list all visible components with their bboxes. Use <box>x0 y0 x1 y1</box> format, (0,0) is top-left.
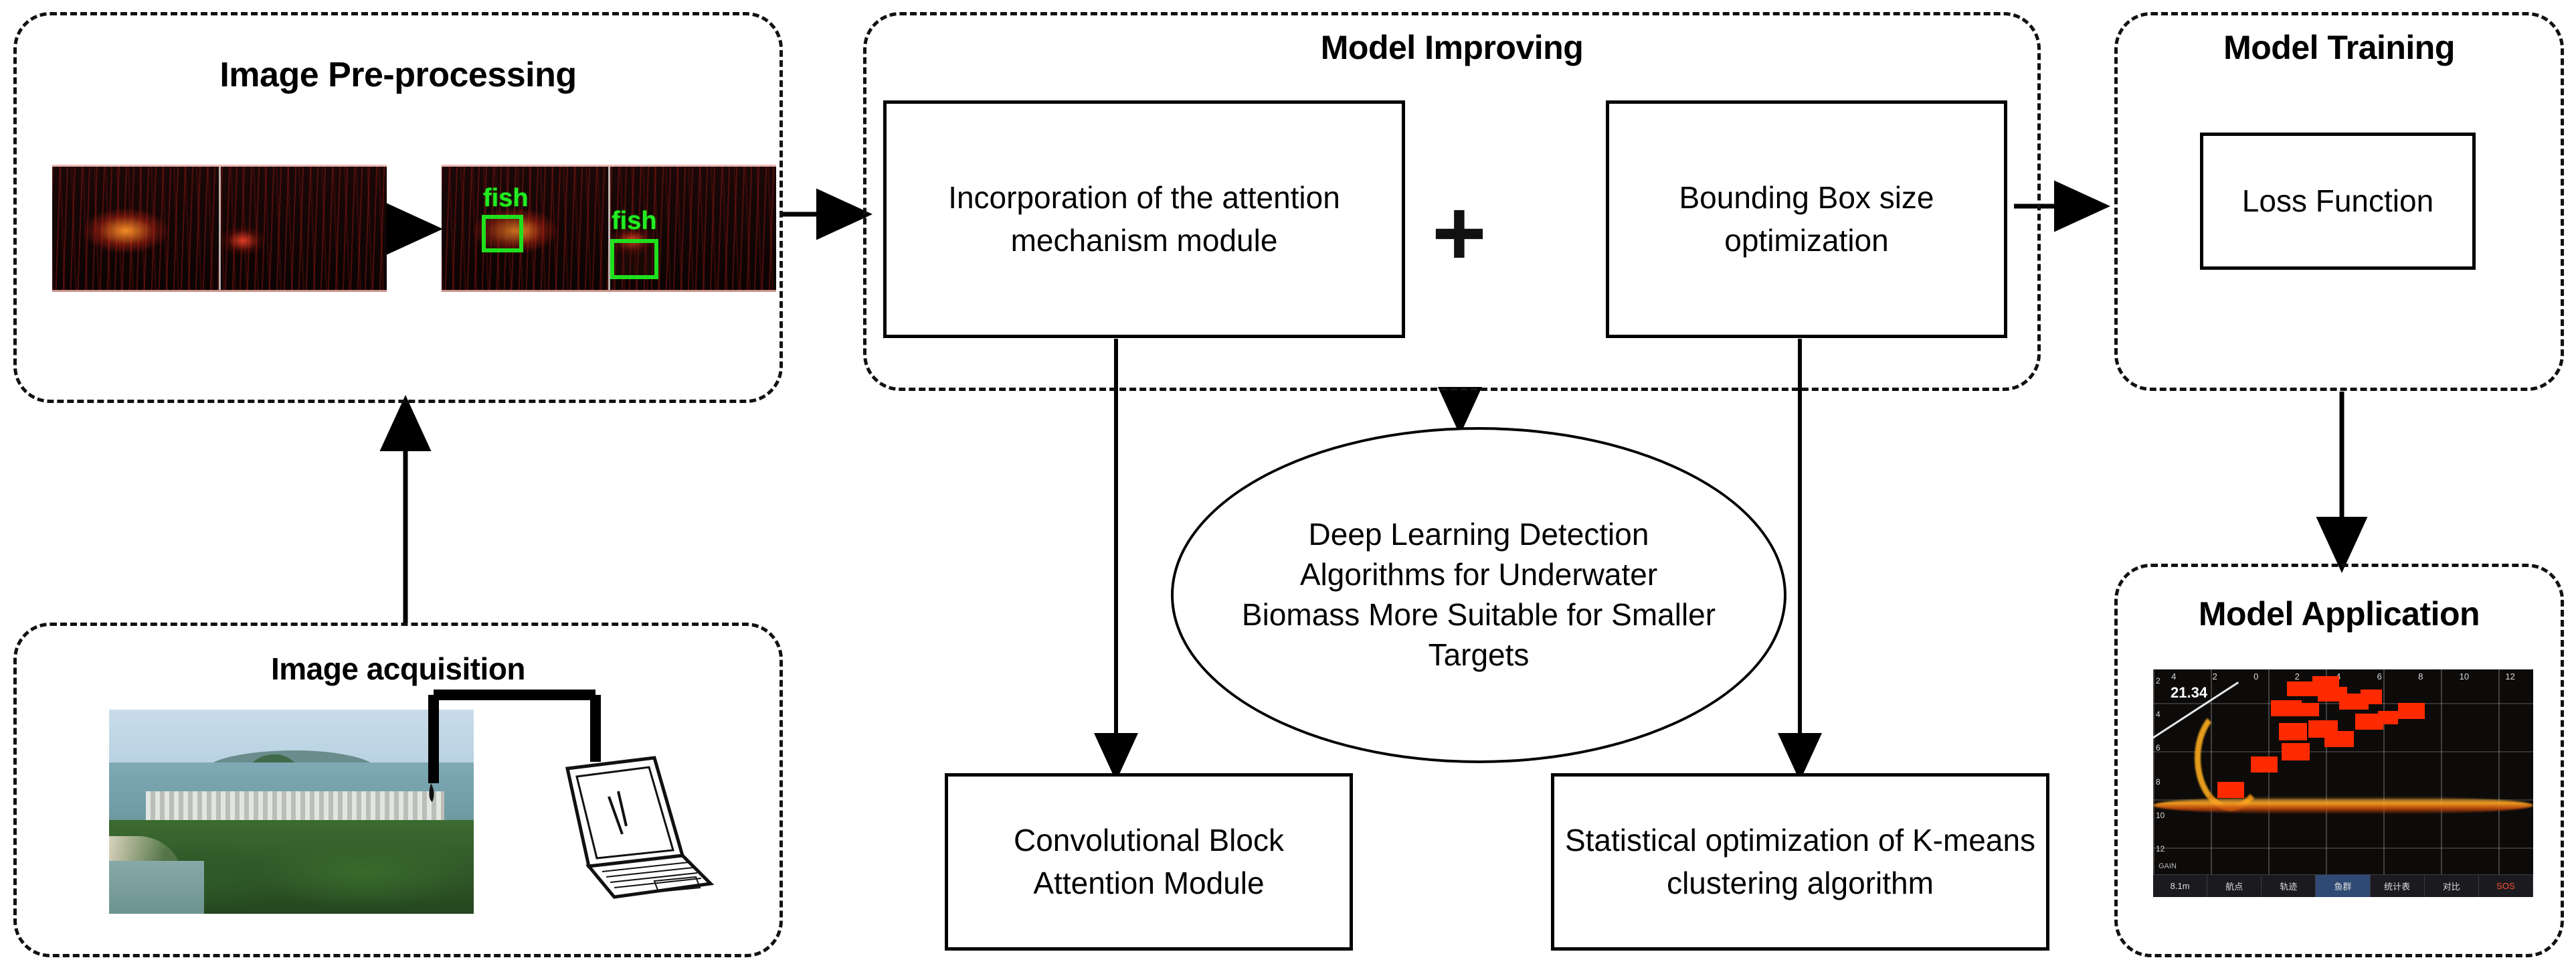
group-title-image-preprocessing: Image Pre-processing <box>219 56 577 94</box>
detection-box <box>2279 723 2307 740</box>
fish-label-1: fish <box>483 184 529 212</box>
laptop-illustration <box>428 690 715 899</box>
group-title-image-acquisition: Image acquisition <box>270 651 526 686</box>
ellipse-goal-statement: Deep Learning Detection Algorithms for U… <box>1171 427 1786 763</box>
group-model-training <box>2114 12 2564 391</box>
sonar-detected-image: fish fish <box>442 165 776 292</box>
fishfinder-bottom-echo <box>2153 797 2533 815</box>
laptop-screen <box>565 756 685 868</box>
depth-tick-2: 6 <box>2156 743 2160 753</box>
depth-tick-4: 10 <box>2156 810 2165 820</box>
group-model-improving <box>863 12 2041 391</box>
fishfinder-gain-label: GAIN <box>2158 862 2177 870</box>
plus-operator: + <box>1432 180 1487 285</box>
aerial-lower-water <box>109 860 204 914</box>
fishfinder-temperature: 21.34 <box>2171 684 2208 701</box>
toolbar-sos-button[interactable]: SOS <box>2479 875 2533 897</box>
top-tick-3: 2 <box>2294 671 2300 681</box>
detection-box <box>2295 703 2319 716</box>
sonar-detected-divider <box>608 167 610 290</box>
fish-label-2: fish <box>612 207 657 235</box>
aerial-survey-photo <box>109 710 474 914</box>
laptop-keyboard <box>602 862 702 893</box>
toolbar-statistics-button[interactable]: 统计表 <box>2371 875 2425 897</box>
box-loss-function[interactable]: Loss Function <box>2200 133 2476 270</box>
sonar-raw-divider <box>219 167 221 290</box>
group-title-model-training: Model Training <box>2223 29 2455 66</box>
group-title-model-application: Model Application <box>2198 595 2480 633</box>
detection-box <box>2282 743 2310 760</box>
detection-box <box>2287 681 2318 696</box>
fishfinder-top-scale: 4 2 0 2 4 6 8 10 12 <box>2153 669 2533 683</box>
detection-box <box>2398 703 2425 719</box>
box-kmeans-optimization[interactable]: Statistical optimization of K-means clus… <box>1551 773 2049 951</box>
fishfinder-depth-scale: 2 4 6 8 10 12 <box>2156 676 2165 854</box>
top-tick-1: 2 <box>2212 671 2217 681</box>
fish-bounding-box-1 <box>482 215 523 252</box>
sonar-raw-image <box>52 165 387 292</box>
group-image-preprocessing <box>13 12 783 403</box>
top-tick-7: 10 <box>2459 671 2470 681</box>
group-model-application <box>2114 564 2564 957</box>
toolbar-track-button[interactable]: 轨迹 <box>2262 875 2316 897</box>
detection-box <box>2251 756 2278 773</box>
depth-tick-0: 2 <box>2156 676 2160 685</box>
toolbar-waypoint-button[interactable]: 航点 <box>2207 875 2262 897</box>
depth-unit: m <box>2182 881 2190 891</box>
fishfinder-screenshot: 4 2 0 2 4 6 8 10 12 2 4 6 8 10 12 21.34 … <box>2153 669 2533 897</box>
box-cbam[interactable]: Convolutional Block Attention Module <box>945 773 1353 951</box>
top-tick-2: 0 <box>2253 671 2259 681</box>
toolbar-fishschool-button[interactable]: 鱼群 <box>2316 875 2371 897</box>
group-title-model-improving: Model Improving <box>1320 29 1584 66</box>
top-tick-5: 6 <box>2377 671 2382 681</box>
depth-tick-3: 8 <box>2156 777 2160 787</box>
fish-bounding-box-2 <box>610 239 658 279</box>
top-tick-6: 8 <box>2418 671 2423 681</box>
toolbar-compare-button[interactable]: 对比 <box>2425 875 2479 897</box>
detection-box <box>2378 711 2398 724</box>
box-bounding-box-optimization[interactable]: Bounding Box size optimization <box>1606 100 2007 338</box>
detection-box <box>2324 731 2354 747</box>
detection-box <box>2217 782 2244 798</box>
depth-tick-1: 4 <box>2156 710 2160 720</box>
top-tick-8: 12 <box>2505 671 2515 681</box>
box-attention-module[interactable]: Incorporation of the attention mechanism… <box>883 100 1405 338</box>
depth-tick-5: 12 <box>2156 844 2165 854</box>
group-image-acquisition <box>13 623 783 957</box>
detection-box <box>2361 690 2382 704</box>
top-tick-0: 4 <box>2171 671 2177 681</box>
depth-value: 8.1 <box>2170 881 2183 891</box>
